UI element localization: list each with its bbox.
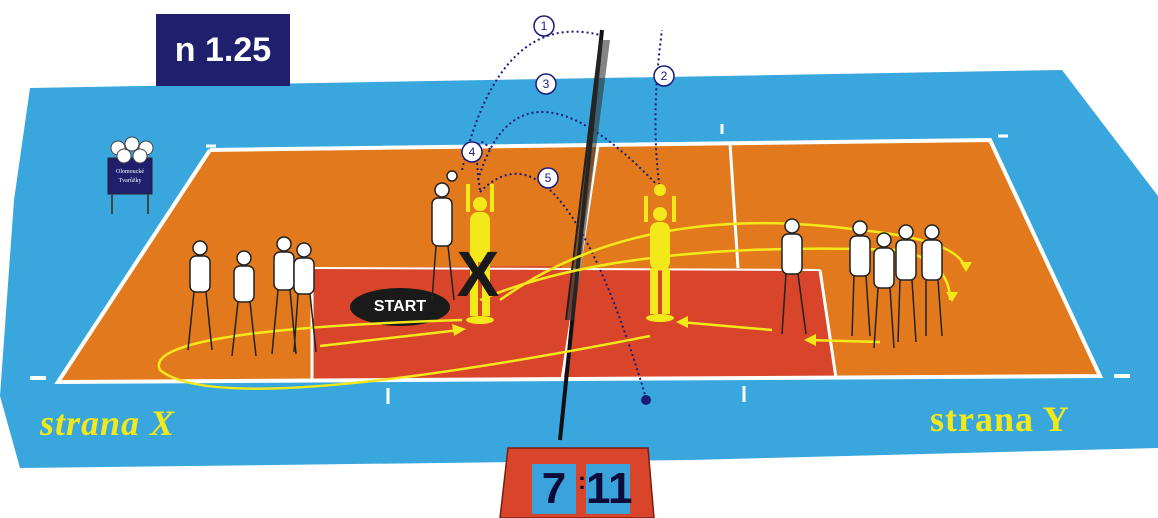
- trajectory-number-5: 5: [545, 171, 552, 185]
- trajectory-number-1: 1: [541, 19, 548, 33]
- trajectory-number-2: 2: [661, 69, 668, 83]
- score-separator: :: [578, 468, 586, 496]
- ball-landing: [641, 395, 651, 405]
- score-away: 11: [586, 464, 630, 514]
- ball-setter: [447, 171, 457, 181]
- trajectory-number-3: 3: [543, 77, 550, 91]
- ball-y: [654, 184, 666, 196]
- drill-number-badge: n 1.25: [156, 14, 290, 86]
- ball-cart-label-line-1: Olomoucké: [110, 168, 150, 177]
- ball-cart-label-line-2: Tvarůžky: [110, 177, 150, 186]
- score-home: 7: [532, 464, 576, 514]
- side-y-label: strana Y: [930, 398, 1070, 440]
- side-x-label: strana X: [40, 402, 175, 444]
- player-x-mark: X: [457, 238, 500, 310]
- trajectory-number-4: 4: [469, 145, 476, 159]
- ball-cart-label: Olomoucké Tvarůžky: [110, 168, 150, 186]
- start-label: START: [360, 290, 440, 324]
